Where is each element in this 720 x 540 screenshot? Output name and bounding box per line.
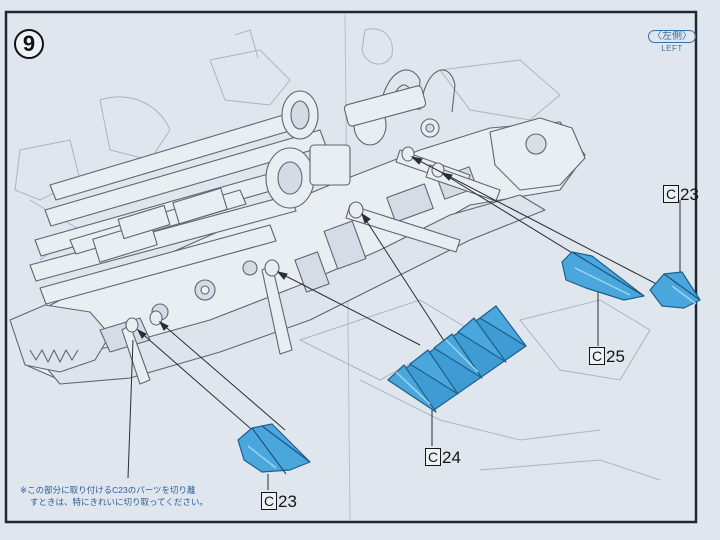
side-indicator-jp: 〈左側〉: [648, 30, 696, 43]
part-label-c24: C 24: [425, 448, 461, 466]
page-border: [4, 10, 698, 524]
part-number: 25: [606, 346, 625, 366]
turret-drums: [265, 90, 387, 209]
side-indicator: 〈左側〉 LEFT: [648, 30, 696, 54]
part-number: 24: [442, 447, 461, 467]
hull-lower-plate: [39, 194, 546, 385]
assembly-arrows: [127, 156, 681, 490]
part-c24-comb: [387, 305, 527, 413]
peg-c23-upper: [401, 146, 415, 162]
note-line-1: ※この部分に取り付けるC23のパーツを切り離: [20, 485, 196, 495]
peg-c24-a: [348, 201, 364, 219]
part-label-c25: C 25: [589, 347, 625, 365]
plate-dome: [525, 133, 547, 155]
head-jaw: [9, 304, 111, 373]
cannon-barrels: [29, 109, 327, 305]
part-c23-lower-spike: [237, 423, 311, 475]
peg-c23-lower-a: [125, 317, 139, 333]
part-number: 23: [680, 184, 699, 204]
peg-c24-b: [264, 259, 280, 277]
highlight-parts: [237, 251, 701, 475]
part-label-c23-lower: C 23: [261, 492, 297, 510]
side-indicator-en: LEFT: [661, 44, 683, 53]
rear-mechanics: [343, 85, 440, 138]
part-number: 23: [278, 491, 297, 511]
peg-c23-lower-b: [149, 310, 163, 326]
step-number: 9: [22, 31, 36, 56]
step-number-badge: 9: [14, 29, 44, 59]
part-letter: C: [663, 185, 679, 203]
jaw-teeth: [29, 349, 79, 363]
part-label-c23-upper: C 23: [663, 185, 699, 203]
part-c23-upper-spike: [649, 271, 701, 309]
note-line-2: すときは、特にきれいに切り取ってください。: [30, 497, 208, 507]
cutting-note: ※この部分に取り付けるC23のパーツを切り離 すときは、特にきれいに切り取ってく…: [20, 484, 260, 508]
part-letter: C: [425, 448, 441, 466]
part-c25-spike: [561, 251, 645, 301]
part-letter: C: [589, 347, 605, 365]
part-letter: C: [261, 492, 277, 510]
